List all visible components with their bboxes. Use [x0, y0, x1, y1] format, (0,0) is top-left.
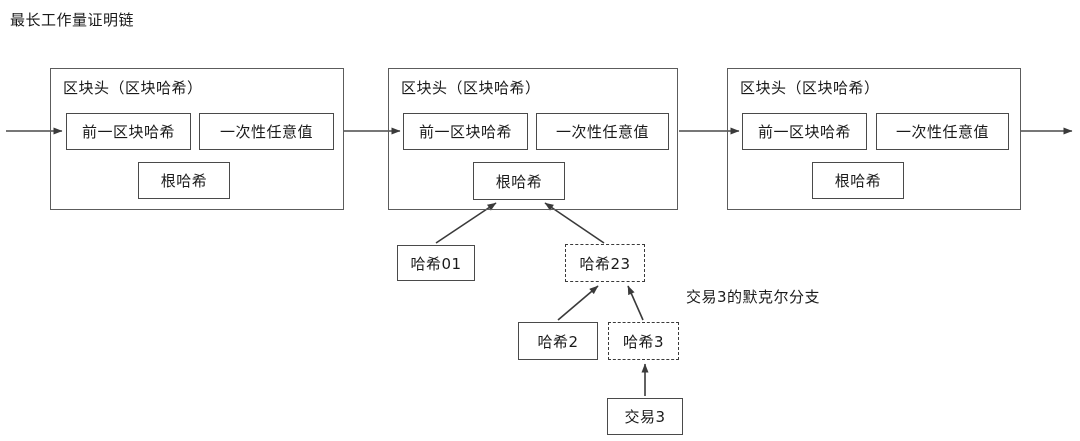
block-1-header-title: 区块头（区块哈希） — [63, 79, 203, 97]
block-3-root-hash-field[interactable]: 根哈希 — [812, 162, 904, 199]
page-title: 最长工作量证明链 — [10, 11, 135, 29]
merkle-node-hash2[interactable]: 哈希2 — [518, 322, 598, 360]
block-3[interactable]: 区块头（区块哈希） — [727, 68, 1021, 210]
block-2-nonce-field[interactable]: 一次性任意值 — [536, 113, 669, 150]
merkle-node-tx3[interactable]: 交易3 — [607, 398, 683, 435]
block-3-prev-hash-field[interactable]: 前一区块哈希 — [742, 113, 867, 150]
block-1-nonce-field[interactable]: 一次性任意值 — [199, 113, 334, 150]
block-2-prev-hash-field[interactable]: 前一区块哈希 — [403, 113, 528, 150]
merkle-node-hash23[interactable]: 哈希23 — [565, 244, 645, 282]
block-1[interactable]: 区块头（区块哈希） — [50, 68, 344, 210]
block-1-prev-hash-field[interactable]: 前一区块哈希 — [66, 113, 191, 150]
block-3-header-title: 区块头（区块哈希） — [740, 79, 880, 97]
merkle-node-hash01[interactable]: 哈希01 — [397, 245, 475, 281]
merkle-node-hash3[interactable]: 哈希3 — [608, 322, 679, 360]
block-1-root-hash-field[interactable]: 根哈希 — [138, 162, 230, 199]
block-3-nonce-field[interactable]: 一次性任意值 — [876, 113, 1009, 150]
merkle-branch-label: 交易3的默克尔分支 — [686, 288, 821, 306]
block-2-root-hash-field[interactable]: 根哈希 — [473, 162, 565, 200]
block-2[interactable]: 区块头（区块哈希） — [388, 68, 678, 210]
block-2-header-title: 区块头（区块哈希） — [401, 79, 541, 97]
arrow-hash3-to-hash23 — [627, 285, 644, 321]
arrow-hash2-to-hash23 — [557, 285, 599, 321]
